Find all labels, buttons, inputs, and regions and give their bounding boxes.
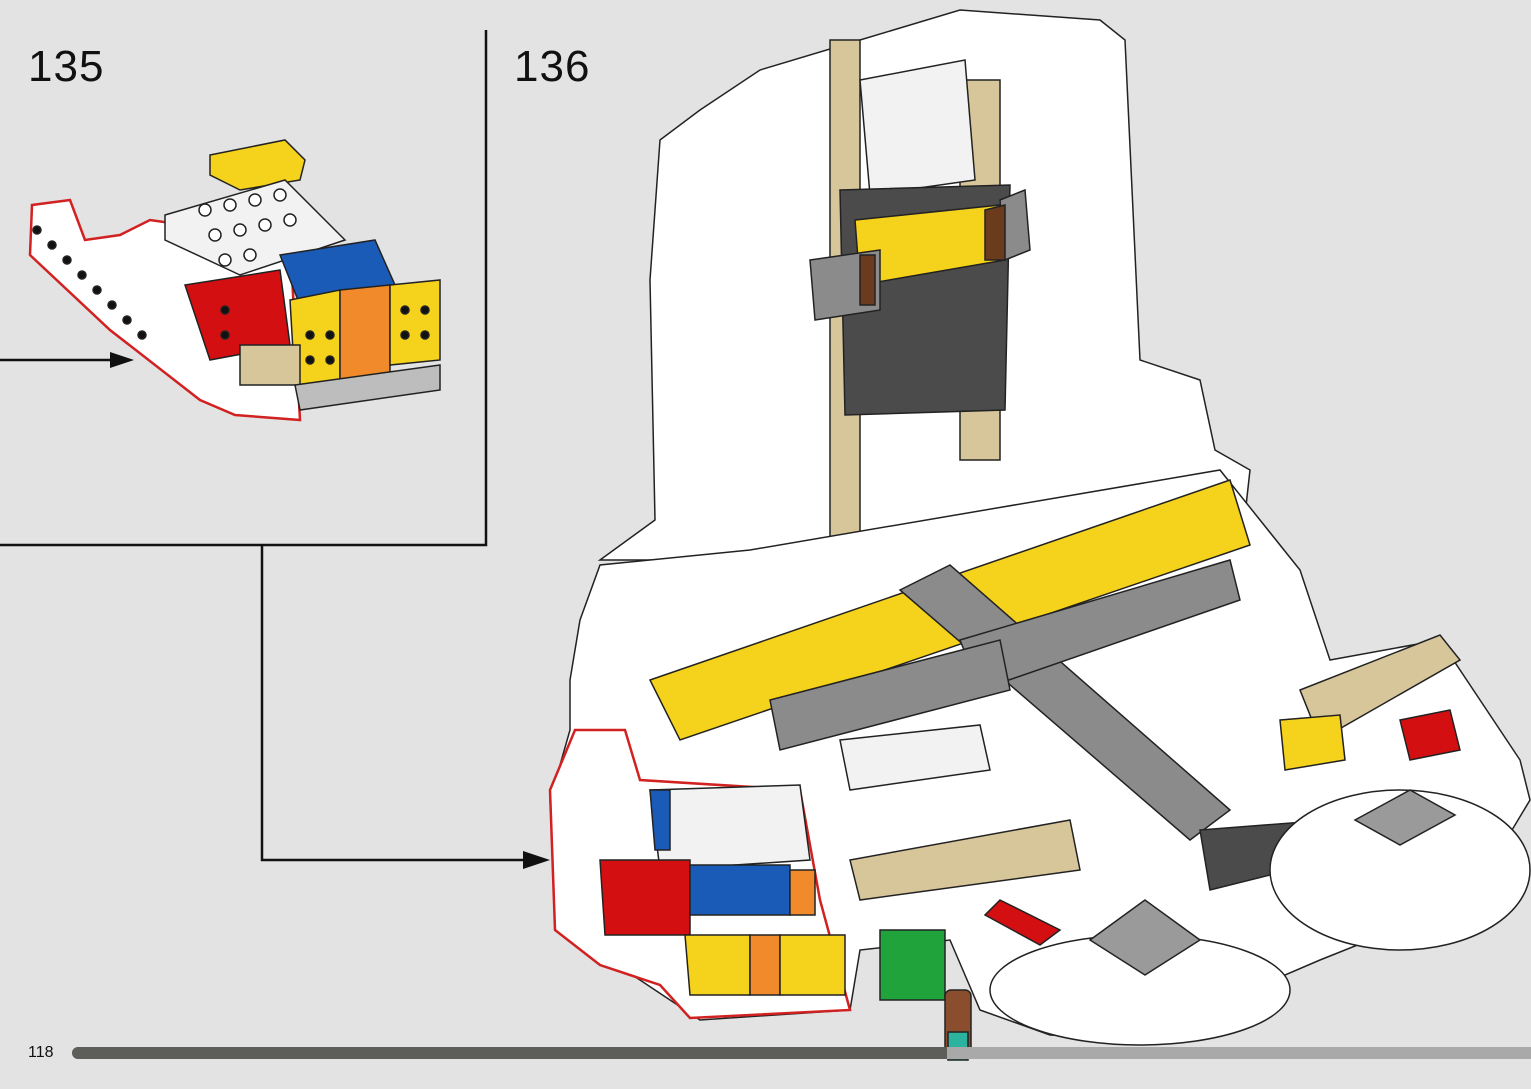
step-number-136: 136 bbox=[514, 42, 591, 91]
step-number-135: 135 bbox=[28, 42, 105, 91]
model-136 bbox=[548, 9, 1531, 1061]
arrow-135-icon bbox=[110, 352, 134, 368]
progress-bar-fill bbox=[72, 1047, 948, 1059]
step-135-frame bbox=[0, 30, 540, 862]
progress-bar bbox=[72, 1047, 1531, 1059]
page-number: 118 bbox=[28, 1044, 54, 1061]
arrow-136-icon bbox=[523, 851, 550, 869]
subassembly-135 bbox=[28, 139, 441, 422]
